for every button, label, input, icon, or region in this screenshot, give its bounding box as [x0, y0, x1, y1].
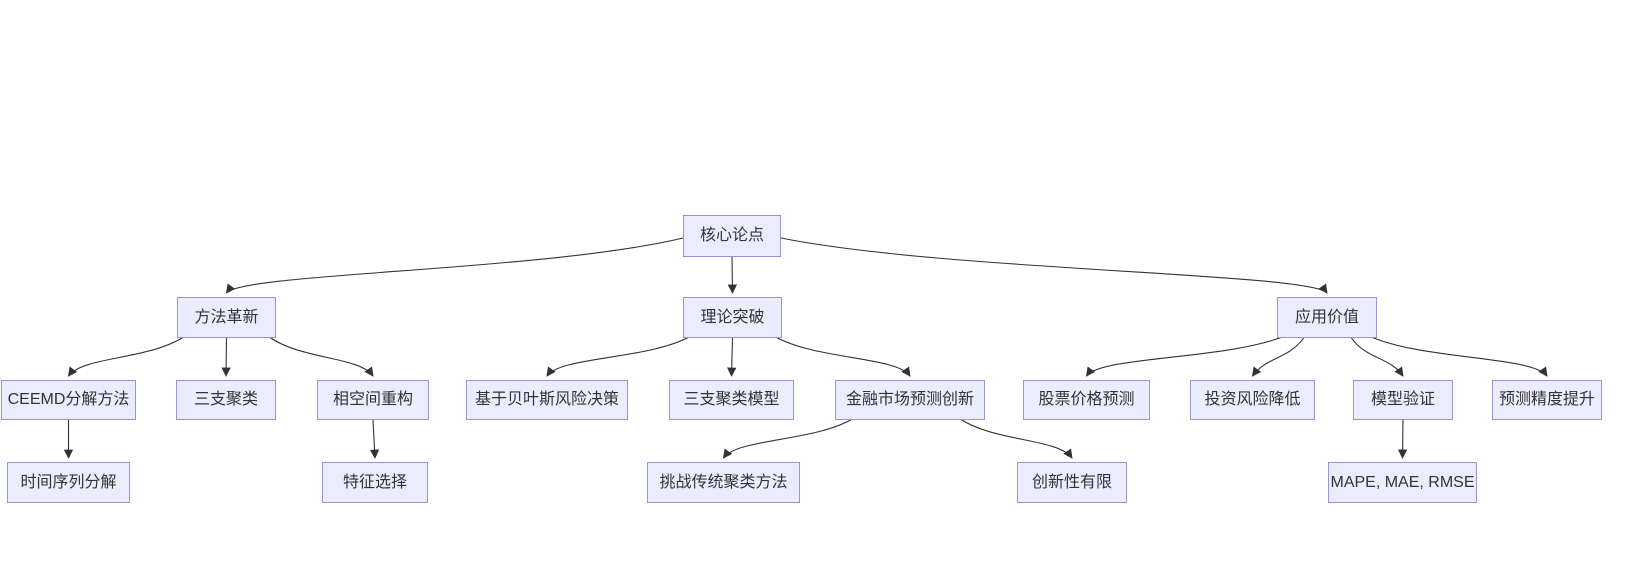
- edge-method-innovation-to-ceemd-decomposition: [67, 335, 186, 377]
- edge-application-value-to-stock-price-prediction: [1085, 335, 1286, 377]
- node-application-value: 应用价值: [1277, 297, 1377, 338]
- edge-application-value-to-model-validation: [1349, 335, 1404, 377]
- node-limited-innovation: 创新性有限: [1017, 462, 1127, 503]
- edge-core-thesis-to-method-innovation: [225, 237, 684, 294]
- edge-financial-market-forecast-innovation-to-challenge-traditional-clustering: [722, 417, 855, 459]
- node-bayesian-risk-decision: 基于贝叶斯风险决策: [466, 380, 628, 420]
- node-investment-risk-reduction: 投资风险降低: [1190, 380, 1315, 420]
- node-model-validation: 模型验证: [1353, 380, 1453, 420]
- node-prediction-accuracy-improvement: 预测精度提升: [1492, 380, 1602, 420]
- edge-core-thesis-to-theory-breakthrough: [727, 256, 738, 294]
- edge-financial-market-forecast-innovation-to-limited-innovation: [958, 417, 1073, 459]
- edge-theory-breakthrough-to-three-way-clustering-model: [727, 337, 737, 377]
- edge-application-value-to-prediction-accuracy-improvement: [1368, 335, 1548, 377]
- edge-method-innovation-to-phase-space-reconstruction: [267, 335, 374, 377]
- edges-group: [63, 237, 1548, 459]
- edge-model-validation-to-mape-mae-rmse: [1397, 419, 1408, 459]
- edge-theory-breakthrough-to-bayesian-risk-decision: [546, 335, 692, 377]
- node-three-way-clustering-model: 三支聚类模型: [669, 380, 794, 420]
- edge-theory-breakthrough-to-financial-market-forecast-innovation: [773, 335, 911, 377]
- edge-method-innovation-to-three-way-clustering: [221, 337, 231, 377]
- node-financial-market-forecast-innovation: 金融市场预测创新: [835, 380, 985, 420]
- node-ceemd-decomposition: CEEMD分解方法: [1, 380, 136, 420]
- node-feature-selection: 特征选择: [322, 462, 428, 503]
- edge-core-thesis-to-application-value: [780, 237, 1328, 294]
- node-three-way-clustering: 三支聚类: [176, 380, 276, 420]
- node-stock-price-prediction: 股票价格预测: [1023, 380, 1150, 420]
- node-phase-space-reconstruction: 相空间重构: [317, 380, 429, 420]
- node-method-innovation: 方法革新: [177, 297, 276, 338]
- node-core-thesis: 核心论点: [683, 215, 781, 257]
- node-challenge-traditional-clustering: 挑战传统聚类方法: [647, 462, 800, 503]
- node-time-series-decomposition: 时间序列分解: [7, 462, 130, 503]
- node-theory-breakthrough: 理论突破: [683, 297, 782, 338]
- node-mape-mae-rmse: MAPE, MAE, RMSE: [1328, 462, 1477, 503]
- edge-application-value-to-investment-risk-reduction: [1251, 335, 1306, 377]
- edge-phase-space-reconstruction-to-feature-selection: [369, 419, 380, 459]
